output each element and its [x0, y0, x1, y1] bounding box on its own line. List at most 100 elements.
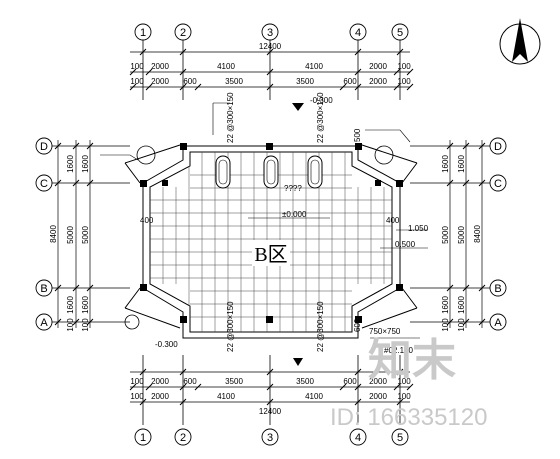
dim-bottom-r2-7: 100	[397, 377, 411, 386]
dim-top-overall: 12400	[259, 42, 282, 51]
dim-top-r1-1: 2000	[151, 62, 169, 71]
axis-bubble-D-left: D	[35, 137, 53, 155]
elevation-bottom: -0.300	[155, 340, 178, 349]
svg-text:A: A	[494, 317, 502, 329]
dim-top-r1-2: 4100	[217, 62, 235, 71]
axis-bubble-5-bottom: 5	[391, 428, 409, 446]
dimension-text-top: 12400 100 2000 4100 4100 2000 100 100 20…	[130, 42, 411, 86]
axis-bubble-5-top: 5	[391, 23, 409, 41]
dim-bottom-r2-0: 100	[130, 377, 144, 386]
annotation-tile-code: #02.100	[384, 346, 413, 355]
dim-left-inner-0: 1600	[81, 155, 90, 173]
structural-columns	[140, 143, 403, 323]
dim-right-overall: 8400	[473, 225, 482, 243]
annotation-q-marks: ????	[284, 184, 302, 193]
zone-b-label: B区	[254, 244, 287, 266]
axis-bubble-D-right: D	[489, 137, 507, 155]
axis-bubbles-left: D C B A	[35, 137, 53, 331]
dim-top-r2-4: 3500	[296, 77, 314, 86]
svg-text:4: 4	[355, 27, 361, 39]
dim-bottom-r1-4: 2000	[369, 392, 387, 401]
annotation-400-left: 400	[140, 216, 154, 225]
dim-top-r2-6: 2000	[369, 77, 387, 86]
dim-left-inner-2: 1600	[81, 296, 90, 314]
dim-bottom-r2-1: 2000	[151, 377, 169, 386]
section-markers	[124, 103, 394, 366]
svg-text:5: 5	[397, 432, 403, 444]
svg-text:B: B	[40, 283, 47, 295]
elevation-labels: -0.300 -0.300 ±0.000 0.500 1.050	[155, 96, 429, 349]
svg-text:5: 5	[397, 27, 403, 39]
axis-bubble-B-left: B	[35, 279, 53, 297]
dim-right-inner-0: 1600	[457, 155, 466, 173]
axis-bubble-1-bottom: 1	[134, 428, 152, 446]
dim-left-inner-1: 5000	[81, 226, 90, 244]
dim-bottom-r1-3: 4100	[305, 392, 323, 401]
dim-top-r1-4: 2000	[369, 62, 387, 71]
dim-top-r2-1: 2000	[151, 77, 169, 86]
svg-text:C: C	[40, 178, 48, 190]
annotation-600: 600	[353, 318, 362, 332]
elevation-right-small: 1.050	[408, 224, 429, 233]
axis-bubble-2-top: 2	[174, 23, 192, 41]
axis-bubble-4-bottom: 4	[349, 428, 367, 446]
dim-bottom-r2-3: 3500	[225, 377, 243, 386]
dim-bottom-r2-2: 600	[183, 377, 197, 386]
axis-bubble-4-top: 4	[349, 23, 367, 41]
axis-bubbles-right: D C B A	[489, 137, 507, 331]
watermark: 知末 ID: 166335120	[330, 336, 487, 431]
axis-bubble-B-right: B	[489, 279, 507, 297]
dim-bottom-r2-6: 2000	[369, 377, 387, 386]
axis-bubbles-bottom: 1 2 3 4 5	[134, 428, 409, 446]
dim-top-r1-0: 100	[130, 62, 144, 71]
dim-bottom-r1-5: 100	[397, 392, 411, 401]
dim-top-r2-7: 100	[397, 77, 411, 86]
watermark-brand: 知末	[368, 336, 456, 385]
dim-bottom-r1-0: 100	[130, 392, 144, 401]
dim-top-r2-3: 3500	[225, 77, 243, 86]
dim-top-r1-3: 4100	[305, 62, 323, 71]
annotation-tile-note: 750×750	[369, 327, 401, 336]
dim-right-outer-1: 5000	[441, 226, 450, 244]
annotation-pipe-1: 22 @300×150	[226, 92, 235, 143]
annotation-500: 500	[353, 128, 362, 142]
svg-text:D: D	[40, 141, 48, 153]
dim-right-outer-0: 1600	[441, 155, 450, 173]
dim-bottom-r2-4: 3500	[296, 377, 314, 386]
svg-text:B: B	[494, 283, 501, 295]
dim-top-r2-2: 600	[183, 77, 197, 86]
axis-bubble-3-bottom: 3	[261, 428, 279, 446]
axis-bubble-A-left: A	[35, 313, 53, 331]
ceiling-fixtures	[215, 155, 323, 189]
dim-top-r2-5: 600	[343, 77, 357, 86]
svg-text:3: 3	[267, 27, 273, 39]
axis-bubble-C-right: C	[489, 174, 507, 192]
dimension-ticks	[54, 48, 486, 406]
annotation-pipe-4: 22 @300×150	[316, 301, 325, 352]
elevation-top: -0.300	[310, 96, 333, 105]
svg-text:3: 3	[267, 432, 273, 444]
svg-text:1: 1	[140, 432, 146, 444]
svg-text:D: D	[494, 141, 502, 153]
dim-left-outer-2: 1600	[66, 296, 75, 314]
annotation-pipe-3: 22 @300×150	[226, 301, 235, 352]
dim-right-outer-3: 100	[441, 318, 450, 332]
dimension-text-left: 8400 1600 5000 1600 100 1600 5000 1600 1…	[49, 155, 90, 332]
dim-left-inner-3: 100	[81, 318, 90, 332]
dim-top-r1-5: 100	[397, 62, 411, 71]
dim-top-r2-0: 100	[130, 77, 144, 86]
axis-bubbles-top: 1 2 3 4 5	[134, 23, 409, 41]
dim-bottom-overall: 12400	[259, 407, 282, 416]
svg-text:1: 1	[140, 27, 146, 39]
svg-text:2: 2	[180, 432, 186, 444]
annotation-400-right: 400	[386, 216, 400, 225]
axis-bubble-C-left: C	[35, 174, 53, 192]
dim-right-inner-1: 5000	[457, 226, 466, 244]
svg-text:2: 2	[180, 27, 186, 39]
leader-lines	[100, 102, 428, 339]
north-arrow	[499, 18, 541, 65]
dim-left-outer-3: 100	[66, 318, 75, 332]
axis-bubble-A-right: A	[489, 313, 507, 331]
dim-right-inner-3: 100	[457, 318, 466, 332]
